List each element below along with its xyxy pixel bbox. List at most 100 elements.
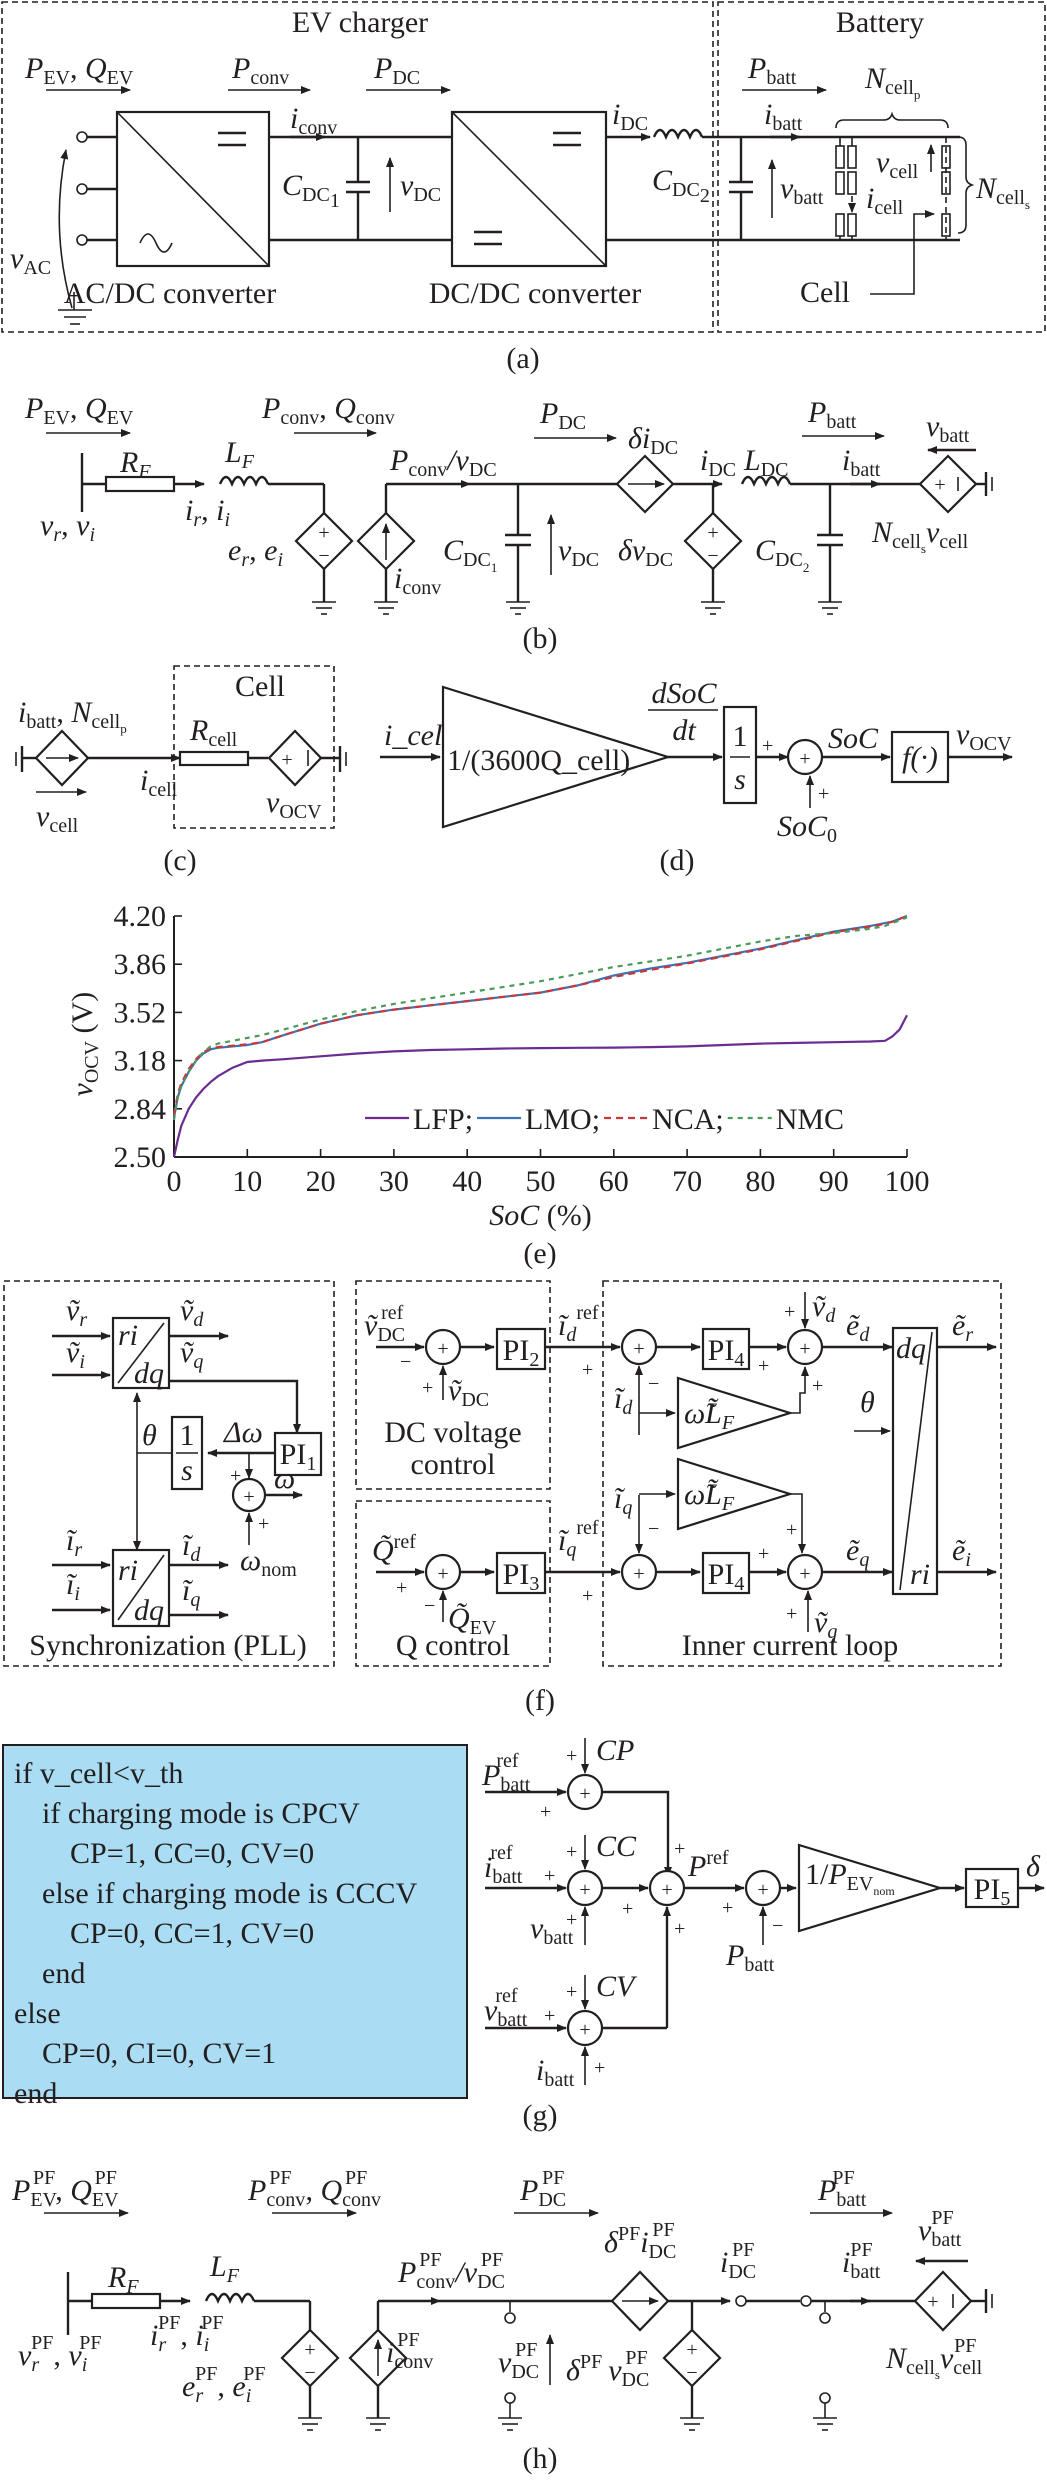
x-tick-label: 80 bbox=[745, 1165, 775, 1198]
label-vcell-c: vcell bbox=[36, 800, 79, 837]
caption-h: (h) bbox=[523, 2442, 558, 2475]
label-idc: iDC bbox=[612, 98, 648, 135]
ground-icons-h bbox=[298, 2417, 837, 2431]
svg-text:+: + bbox=[762, 735, 773, 757]
svg-text:+: + bbox=[661, 1879, 672, 1901]
x-tick-label: 90 bbox=[819, 1165, 849, 1198]
label-vq-tilde: ṽq bbox=[180, 1336, 203, 1373]
dcdc-converter-label: DC/DC converter bbox=[429, 277, 641, 310]
gain-label: 1/(3600Q_cell) bbox=[447, 744, 630, 777]
svg-text:dq: dq bbox=[896, 1332, 926, 1365]
svg-text:+: + bbox=[784, 1301, 795, 1323]
brace-parallel bbox=[835, 111, 949, 129]
chart-xlabel: SoC (%) bbox=[489, 1199, 592, 1232]
svg-text:−: − bbox=[400, 1351, 411, 1373]
code-line: else if charging mode is CCCV bbox=[42, 1877, 418, 1910]
svg-text:+: + bbox=[812, 1375, 823, 1397]
caption-c: (c) bbox=[163, 844, 196, 877]
decoupling-gain-d bbox=[676, 1376, 794, 1450]
caption-e: (e) bbox=[523, 1237, 556, 1270]
label-ir-tilde: ĩr bbox=[66, 1524, 82, 1561]
inductor-ldc bbox=[740, 475, 792, 488]
panel-a: EV charger Battery PEV, QEV Pconv PDC Pb… bbox=[1, 1, 1046, 375]
svg-text:+: + bbox=[674, 1838, 685, 1860]
label-er: ẽr bbox=[952, 1309, 973, 1346]
normalization-gain bbox=[797, 1843, 944, 1933]
x-tick-label: 20 bbox=[306, 1165, 336, 1198]
x-tick-label: 60 bbox=[599, 1165, 629, 1198]
label-vbatt: vbatt bbox=[780, 172, 824, 209]
label-icell: icell bbox=[866, 182, 904, 219]
svg-text:+: + bbox=[722, 1897, 733, 1919]
label-iconv-pf: iconvPF bbox=[386, 2329, 433, 2373]
function-block bbox=[890, 730, 950, 784]
svg-text:−: − bbox=[772, 1915, 783, 1937]
svg-text:+: + bbox=[758, 1543, 769, 1565]
label-vac: vAC bbox=[10, 242, 51, 279]
label-ncells-vcell: Ncellsvcell bbox=[871, 516, 969, 556]
y-tick-label: 2.84 bbox=[114, 1093, 167, 1126]
q-control-frame bbox=[355, 1500, 551, 1667]
dependent-voltage-source-battery bbox=[918, 454, 978, 514]
label-cv: CV bbox=[596, 1970, 638, 2003]
label-vr-vi-pf: vrPF, viPF bbox=[18, 2332, 102, 2376]
pi2-block bbox=[495, 1327, 547, 1371]
svg-text:+: + bbox=[786, 1519, 797, 1541]
panel-h: PEVPF, QEVPF PconvPF, QconvPF PDCPF Pbat… bbox=[11, 2167, 993, 2475]
inner-loop-frame bbox=[602, 1280, 1002, 1667]
label-pconv-vdc: Pconv/vDC bbox=[389, 444, 497, 481]
svg-text:−: − bbox=[707, 545, 718, 567]
svg-text:ri: ri bbox=[910, 1558, 930, 1591]
label-ed: ẽd bbox=[846, 1309, 870, 1346]
y-tick-label: 3.18 bbox=[114, 1045, 167, 1078]
svg-text:+: + bbox=[786, 1603, 797, 1625]
label-vdc-tilde: ṽDC bbox=[448, 1374, 489, 1411]
label-er-ei-pf: erPF, eiPF bbox=[182, 2363, 266, 2407]
svg-text:+: + bbox=[594, 2057, 605, 2079]
label-id-tilde: ĩd bbox=[182, 1529, 201, 1566]
group-battery-title: Battery bbox=[836, 6, 924, 39]
svg-text:+: + bbox=[686, 2339, 697, 2361]
dq-label-1: dq bbox=[134, 1357, 164, 1390]
caption-b: (b) bbox=[523, 622, 558, 655]
x-tick-label: 0 bbox=[167, 1165, 182, 1198]
label-iq-tilde: ĩq bbox=[182, 1574, 200, 1611]
cell-label: Cell bbox=[800, 276, 850, 309]
voltage-source-vocv bbox=[267, 729, 323, 787]
svg-text:−: − bbox=[648, 1373, 659, 1395]
cell-pointer-line bbox=[870, 210, 935, 295]
svg-text:+: + bbox=[318, 522, 329, 544]
label-ncells: Ncells bbox=[975, 172, 1030, 212]
pi4-block-d bbox=[701, 1327, 751, 1371]
label-vbatt-ref: vbattref bbox=[484, 1985, 528, 2031]
svg-text:+: + bbox=[799, 748, 810, 770]
ground-icons-b bbox=[312, 601, 842, 615]
integrator-block bbox=[722, 705, 758, 805]
svg-text:+: + bbox=[579, 1879, 590, 1901]
label-pref: Pref bbox=[687, 1847, 729, 1883]
label-soc0: SoC0 bbox=[777, 810, 837, 847]
label-ei: ẽi bbox=[952, 1534, 971, 1571]
x-tick-label: 50 bbox=[526, 1165, 556, 1198]
inner-title: Inner current loop bbox=[682, 1629, 899, 1662]
label-q-ref: Q̃ref bbox=[372, 1531, 416, 1567]
svg-text:+: + bbox=[582, 1359, 593, 1381]
legend-label-nca: NCA; bbox=[652, 1103, 724, 1136]
code-line: end bbox=[42, 1957, 86, 1990]
code-line: if v_cell<v_th bbox=[14, 1757, 184, 1790]
derivative-denominator: dt bbox=[672, 714, 696, 747]
svg-text:+: + bbox=[757, 1879, 768, 1901]
pll-title: Synchronization (PLL) bbox=[29, 1629, 306, 1662]
svg-text:+: + bbox=[934, 474, 945, 496]
y-tick-label: 3.52 bbox=[114, 996, 167, 1029]
label-id-ref: ĩdref bbox=[558, 1302, 599, 1346]
code-line: else bbox=[14, 1997, 61, 2030]
cell-title: Cell bbox=[235, 670, 285, 703]
x-tick-label: 40 bbox=[452, 1165, 482, 1198]
label-ncells-vcell-pf: NcellsvcellPF bbox=[885, 2335, 983, 2382]
svg-text:dq: dq bbox=[134, 1594, 164, 1627]
label-lf-pf: LF bbox=[209, 2250, 240, 2287]
inductor-lf-pf bbox=[204, 2292, 256, 2305]
